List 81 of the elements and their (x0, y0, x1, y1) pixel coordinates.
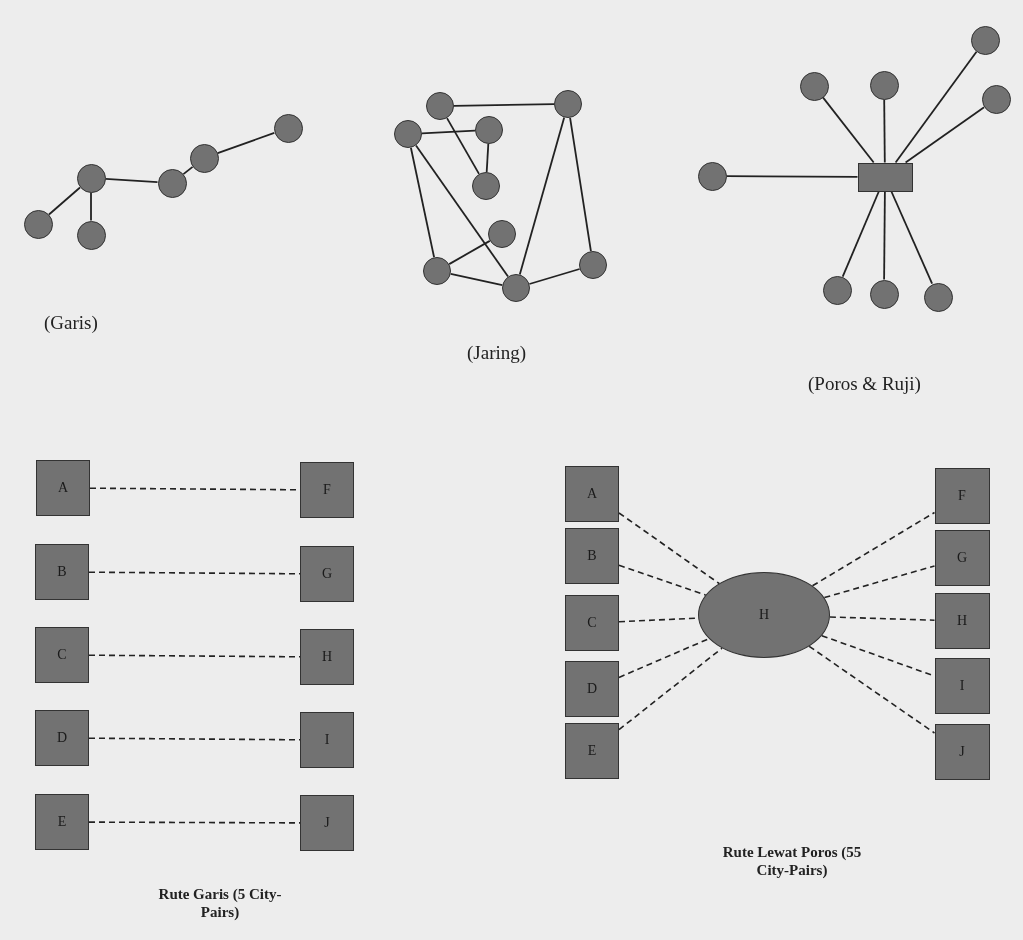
circle-node (76, 220, 106, 250)
city-box: A (565, 466, 619, 522)
circle-node (697, 161, 727, 191)
circle-node (157, 168, 187, 198)
dashed-connector (618, 647, 723, 731)
connector-line (415, 144, 509, 278)
diagram-label: (Garis) (44, 312, 98, 334)
city-box: J (300, 795, 354, 851)
hub-ellipse: H (698, 572, 830, 658)
connector-line (182, 166, 194, 175)
circle-node (475, 116, 503, 144)
city-box: H (934, 593, 990, 649)
circle-node (502, 274, 530, 302)
dashed-connector (618, 512, 720, 585)
connector-line (449, 273, 504, 286)
connector-line (890, 190, 933, 285)
city-box: G (300, 546, 354, 602)
connector-line (841, 190, 880, 278)
diagram-label: (Poros & Ruji) (808, 373, 921, 395)
connector-line (90, 191, 92, 222)
connector-line (904, 106, 985, 164)
circle-node (426, 92, 454, 120)
connector-line (822, 96, 875, 164)
connector-line (446, 117, 480, 175)
circle-node (970, 25, 1000, 55)
circle-node (472, 172, 500, 200)
connector-line (518, 116, 566, 276)
circle-node (981, 84, 1011, 114)
city-box: D (565, 661, 619, 717)
city-box: G (934, 530, 990, 586)
diagram-caption: Rute Garis (5 City-Pairs) (157, 885, 283, 921)
city-box: B (35, 544, 89, 600)
city-box: I (300, 712, 354, 768)
circle-node (799, 71, 829, 101)
connector-line (453, 103, 555, 107)
circle-node (822, 275, 852, 305)
circle-node (76, 163, 106, 193)
connector-line (48, 186, 81, 216)
circle-node (923, 282, 953, 312)
dashed-connector (823, 565, 936, 599)
circle-node (579, 251, 607, 279)
city-box: B (565, 528, 619, 584)
connector-line (216, 132, 276, 154)
connector-line (448, 240, 491, 265)
city-box: I (934, 658, 990, 714)
circle-node (869, 279, 899, 309)
connector-line (421, 129, 476, 135)
city-box: F (934, 468, 990, 524)
diagram-label: (Jaring) (467, 342, 527, 364)
connector-line (528, 268, 581, 285)
city-box: E (35, 794, 89, 850)
city-box: A (36, 460, 90, 516)
circle-node (423, 257, 451, 285)
circle-node (869, 70, 899, 100)
connector-line (894, 50, 978, 164)
circle-node (23, 209, 53, 239)
city-box: C (565, 595, 619, 651)
circle-node (273, 113, 303, 143)
city-box: J (934, 724, 990, 780)
connector-line (485, 143, 490, 173)
circle-node (488, 220, 516, 248)
circle-node (554, 90, 582, 118)
connector-line (410, 146, 435, 259)
hub-box (857, 162, 913, 192)
city-box: C (35, 627, 89, 683)
circle-node (189, 143, 219, 173)
dashed-connector (811, 511, 936, 587)
city-box: H (300, 629, 354, 685)
diagram-caption: Rute Lewat Poros (55 City-Pairs) (721, 843, 863, 879)
city-box: D (35, 710, 89, 766)
city-box: E (565, 723, 619, 779)
connector-line (883, 190, 886, 281)
dashed-connector (808, 645, 936, 734)
connector-line (883, 98, 886, 164)
connector-line (569, 116, 592, 253)
connector-line (725, 175, 859, 178)
connector-line (104, 178, 159, 183)
dashed-connector (618, 564, 707, 596)
dashed-connector (829, 616, 936, 621)
city-box: F (300, 462, 354, 518)
circle-node (394, 120, 422, 148)
